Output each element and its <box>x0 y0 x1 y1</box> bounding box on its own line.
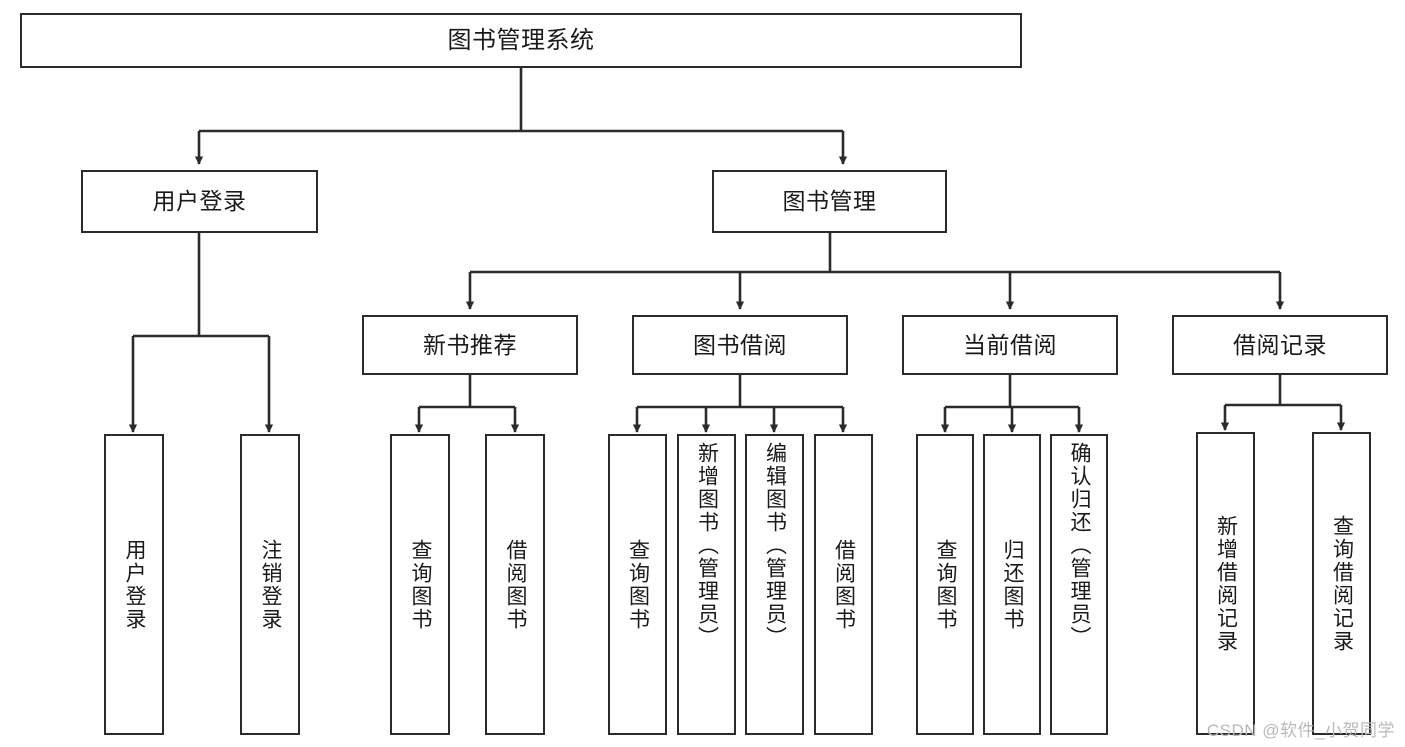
leaf-borrow-record-query-record[interactable]: 查询借阅记录 <box>1312 432 1371 735</box>
leaf-current-borrow-return-book[interactable]: 归还图书 <box>983 434 1041 735</box>
leaf-book-borrow-edit-book-admin[interactable]: 编辑图书（管理员） <box>745 434 804 735</box>
node-label: 查询图书 <box>409 538 433 631</box>
node-label: 借阅记录 <box>1233 331 1327 358</box>
node-label: 查询图书 <box>626 538 650 631</box>
node-label: 当前借阅 <box>963 331 1057 358</box>
node-book-management[interactable]: 图书管理 <box>712 170 947 233</box>
node-label: 用户登录 <box>152 188 247 215</box>
leaf-user-login-logout[interactable]: 注销登录 <box>240 434 300 735</box>
leaf-current-borrow-confirm-return-admin[interactable]: 确认归还（管理员） <box>1050 434 1108 735</box>
node-label: 查询借阅记录 <box>1330 514 1354 653</box>
node-book-borrow[interactable]: 图书借阅 <box>632 315 848 375</box>
node-label: 查询图书 <box>934 538 958 631</box>
node-label: 归还图书 <box>1001 538 1025 631</box>
watermark-text: CSDN @软件_小贺同学 <box>1206 721 1395 740</box>
node-label: 编辑图书（管理员） <box>763 442 787 649</box>
leaf-book-borrow-add-book-admin[interactable]: 新增图书（管理员） <box>677 434 736 735</box>
node-current-borrow[interactable]: 当前借阅 <box>902 315 1118 375</box>
node-label: 确认归还（管理员） <box>1068 442 1092 649</box>
node-label: 图书管理系统 <box>447 26 595 54</box>
node-label: 借阅图书 <box>832 538 856 631</box>
node-label: 注销登录 <box>259 538 283 631</box>
leaf-new-book-borrow-book[interactable]: 借阅图书 <box>485 434 545 735</box>
node-borrow-record[interactable]: 借阅记录 <box>1172 315 1388 375</box>
node-root-book-management-system[interactable]: 图书管理系统 <box>20 13 1022 68</box>
node-label: 图书借阅 <box>693 331 787 358</box>
leaf-borrow-record-add-record[interactable]: 新增借阅记录 <box>1196 432 1255 735</box>
node-label: 新增图书（管理员） <box>695 442 719 649</box>
node-user-login[interactable]: 用户登录 <box>81 170 318 233</box>
node-label: 新增借阅记录 <box>1214 514 1238 653</box>
node-label: 借阅图书 <box>504 538 528 631</box>
leaf-new-book-query-book[interactable]: 查询图书 <box>390 434 450 735</box>
leaf-current-borrow-query-book[interactable]: 查询图书 <box>916 434 974 735</box>
node-label: 用户登录 <box>123 538 147 631</box>
leaf-book-borrow-query-book[interactable]: 查询图书 <box>608 434 667 735</box>
leaf-user-login-login[interactable]: 用户登录 <box>104 434 164 735</box>
node-label: 图书管理 <box>782 188 877 215</box>
node-new-book-recommend[interactable]: 新书推荐 <box>362 315 578 375</box>
leaf-book-borrow-borrow-book[interactable]: 借阅图书 <box>814 434 873 735</box>
node-label: 新书推荐 <box>423 331 517 358</box>
